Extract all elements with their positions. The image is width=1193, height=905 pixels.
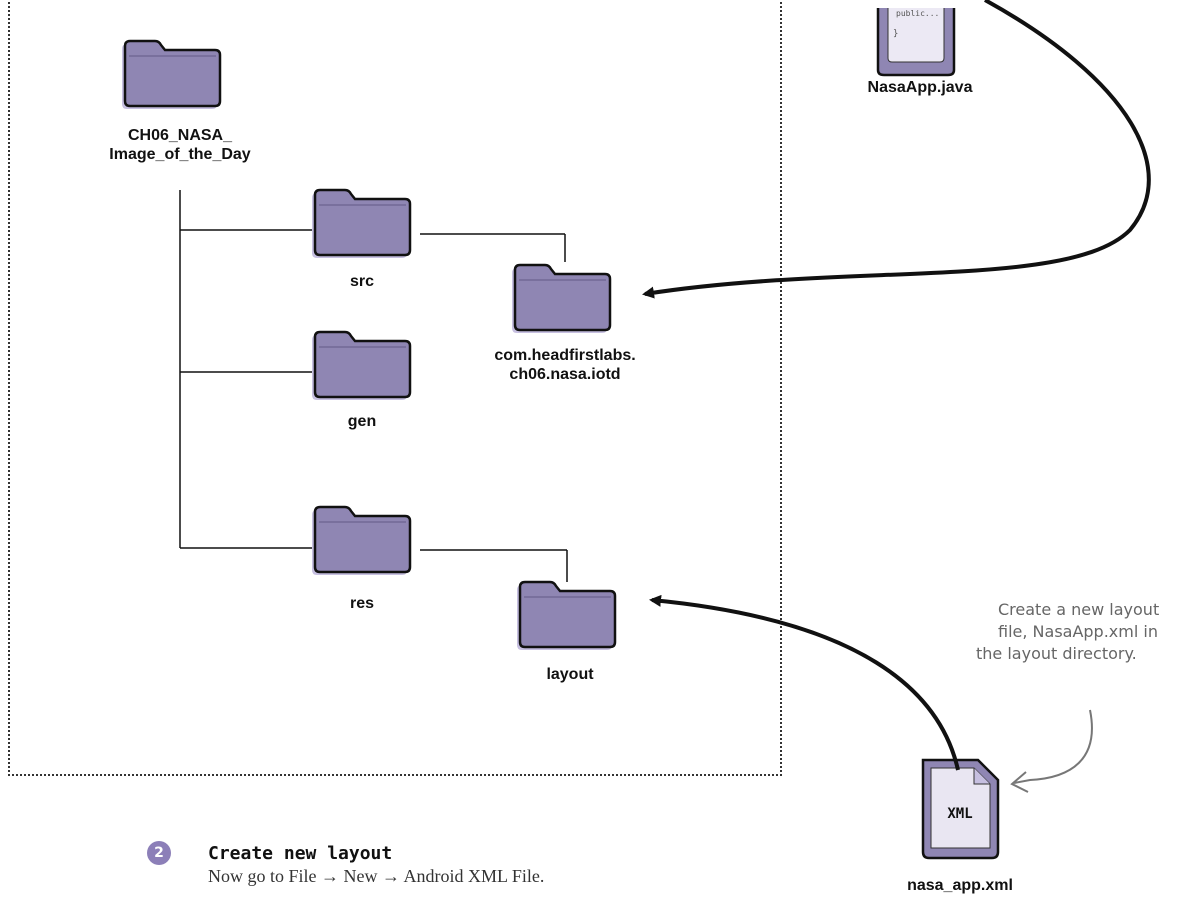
java-file-label: NasaApp.java <box>867 79 973 96</box>
step-description: Now go to File → New → Android XML File. <box>208 866 545 886</box>
xml-to-layout-arrow <box>649 594 960 771</box>
src-folder-icon <box>310 188 412 260</box>
res-folder-icon <box>310 505 412 577</box>
java-to-package-arrow <box>642 0 1151 299</box>
annotation-line-1: Create a new layout <box>998 600 1160 619</box>
gen-folder-label: gen <box>347 413 377 430</box>
layout-folder-label: layout <box>546 666 594 683</box>
root-folder-icon <box>120 39 222 111</box>
xml-icon-text: XML <box>947 806 972 822</box>
java-file-icon: public... } <box>876 8 956 77</box>
svg-text:}: } <box>893 29 898 39</box>
annotation-pointer-arrow <box>1013 709 1093 784</box>
package-folder-icon <box>510 263 612 335</box>
java-snippet: public... <box>896 9 939 18</box>
root-folder-label: CH06_NASA_ Image_of_the_Day <box>109 127 251 163</box>
package-folder-label: com.headfirstlabs. ch06.nasa.iotd <box>494 347 636 383</box>
tree-connectors <box>179 190 568 582</box>
layout-folder-icon <box>515 580 617 652</box>
xml-file-icon: XML <box>921 758 1000 860</box>
xml-file-label: nasa_app.xml <box>907 877 1013 894</box>
src-folder-label: src <box>349 273 375 290</box>
gen-folder-icon <box>310 330 412 402</box>
annotation-line-2: file, NasaApp.xml in <box>998 622 1158 641</box>
res-folder-label: res <box>349 595 375 612</box>
project-tree-frame <box>8 0 782 776</box>
step-title: Create new layout <box>208 843 393 864</box>
step-number-badge: 2 <box>147 841 171 865</box>
annotation-line-3: the layout directory. <box>976 644 1137 663</box>
